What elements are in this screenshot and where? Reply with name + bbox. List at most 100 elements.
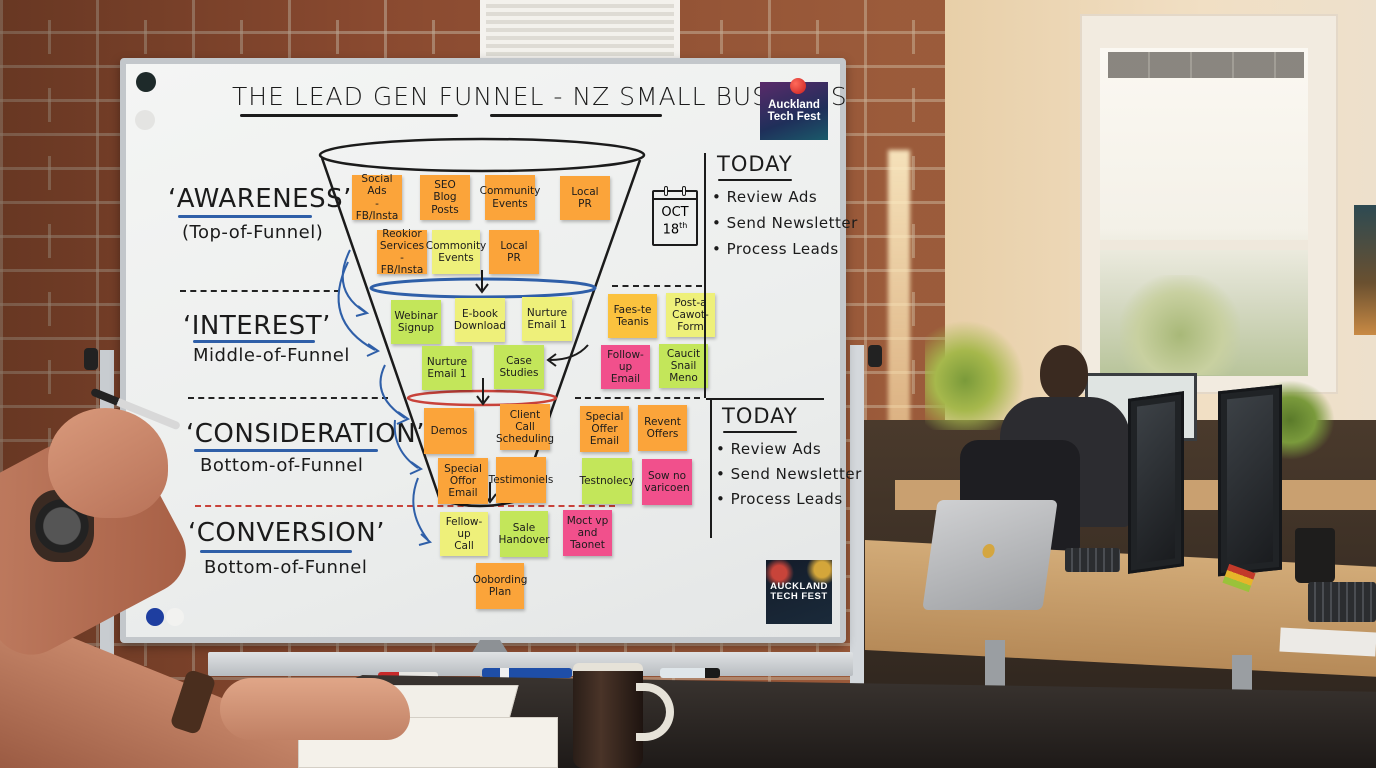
column-divider bbox=[704, 153, 706, 398]
stage-divider bbox=[188, 397, 388, 399]
pushpin-icon bbox=[790, 78, 806, 94]
magnet-icon bbox=[136, 72, 156, 92]
today-item: Process Leads bbox=[712, 240, 839, 258]
sticky-note-interest: Webinar Signup bbox=[391, 300, 441, 344]
window-trees bbox=[1120, 275, 1240, 375]
badge-line: TECH FEST bbox=[770, 591, 828, 602]
sticky-note-interest: Nurture Email 1 bbox=[422, 346, 472, 390]
badge-line: AUCKLAND bbox=[770, 581, 828, 593]
stage-consideration-label: ‘CONSIDERATION’ bbox=[186, 419, 425, 449]
sticky-note-awareness: Social Ads -FB/Insta bbox=[352, 173, 402, 222]
magnet-icon bbox=[166, 608, 184, 626]
calendar-ring bbox=[682, 186, 686, 196]
title-underline bbox=[240, 114, 458, 117]
sticky-note-side: Revent Offers bbox=[638, 405, 687, 451]
hand-holding-pen bbox=[48, 408, 168, 518]
keyboard bbox=[1308, 582, 1376, 622]
keyboard bbox=[1065, 548, 1120, 572]
sticky-note-side: Faes-te Teanis bbox=[608, 294, 657, 338]
sticky-note-interest: Case Studies bbox=[494, 345, 544, 389]
sticky-note-interest: E-book Download bbox=[454, 298, 506, 342]
today-item: Review Ads bbox=[712, 188, 817, 206]
today-heading: TODAY bbox=[722, 404, 798, 428]
stage-consideration-sub: Bottom-of-Funnel bbox=[200, 455, 364, 476]
sticky-note-interest: Nurture Email 1 bbox=[522, 297, 572, 341]
blue-marker bbox=[482, 668, 572, 678]
stage-conversion-sub: Bottom-of-Funnel bbox=[204, 557, 368, 578]
stage-interest-sub: Middle-of-Funnel bbox=[193, 345, 350, 366]
sunlight-patch bbox=[888, 150, 910, 480]
today-underline bbox=[718, 179, 792, 181]
sticky-note-consideration: Client Call Scheduling bbox=[496, 404, 554, 450]
calendar-day-suffix: th bbox=[679, 220, 688, 230]
sticky-note-side: Follow-up Email bbox=[601, 345, 650, 389]
today-item: Process Leads bbox=[716, 490, 843, 508]
stage-awareness-label: ‘AWARENESS’ bbox=[168, 184, 352, 214]
stage-divider bbox=[575, 397, 700, 399]
sticky-note-conversion: Fellow-up Call bbox=[440, 512, 488, 556]
stage-divider-red bbox=[195, 505, 615, 507]
whiteboard-stand-right bbox=[850, 345, 864, 710]
today-underline bbox=[723, 431, 797, 433]
stage-divider bbox=[180, 290, 340, 292]
today-heading: TODAY bbox=[717, 152, 793, 176]
badge-line: Tech Fest bbox=[767, 111, 821, 123]
sticky-note-awareness: Local PR bbox=[489, 230, 539, 274]
coffee-mug bbox=[573, 663, 643, 768]
stage-underline bbox=[200, 550, 352, 553]
window-mullion bbox=[1100, 240, 1308, 250]
sticky-note-awareness: Reokior Services -FB/Insta bbox=[377, 228, 427, 276]
sticky-note-awareness: SEO Blog Posts bbox=[420, 175, 470, 220]
sticky-note-consideration: Special Offor Email bbox=[438, 458, 488, 504]
sticky-note-awareness: Commonity Events bbox=[426, 230, 486, 274]
stage-interest-label: ‘INTEREST’ bbox=[183, 311, 331, 341]
sticky-note-consideration: Testimoniels bbox=[489, 457, 553, 503]
calendar-day: 18th bbox=[663, 221, 688, 238]
wall-poster bbox=[1354, 205, 1376, 335]
stage-underline bbox=[194, 449, 378, 452]
monitor bbox=[1218, 384, 1282, 577]
hand-on-notebook bbox=[220, 678, 410, 740]
coffee-cup bbox=[1295, 528, 1335, 583]
today-item: Review Ads bbox=[716, 440, 821, 458]
window-blinds-top bbox=[480, 0, 680, 62]
sticky-note-side: Sow no varicoen bbox=[642, 459, 692, 505]
sticky-note-conversion: Sale Handover bbox=[498, 511, 550, 557]
window-blind bbox=[1108, 52, 1304, 78]
badge-line: Auckland bbox=[768, 98, 820, 111]
today-item: Send Newsletter bbox=[712, 214, 858, 232]
calendar-month: OCT bbox=[661, 204, 689, 220]
calendar-ring bbox=[664, 186, 668, 196]
stage-divider bbox=[612, 285, 702, 287]
calendar-day-number: 18 bbox=[662, 222, 680, 238]
laptop bbox=[922, 500, 1058, 610]
sticky-note-awareness: Local PR bbox=[560, 176, 610, 220]
sticky-note-consideration: Demos bbox=[424, 408, 474, 454]
whiteboard-title: THE LEAD GEN FUNNEL - NZ SMALL BUSINESS bbox=[232, 82, 848, 111]
sticky-note-side: Moct vp and Taonet bbox=[563, 510, 612, 556]
sticky-note-conversion: Oobording Plan bbox=[473, 563, 527, 609]
sticky-note-awareness: Community Events bbox=[480, 175, 540, 220]
stand-knob bbox=[868, 345, 882, 367]
stage-awareness-sub: (Top-of-Funnel) bbox=[182, 222, 324, 243]
calendar-icon: OCT 18th bbox=[652, 186, 698, 246]
sticky-note-side: Post-a Cawot- Form bbox=[666, 293, 715, 337]
stage-underline bbox=[193, 340, 315, 343]
magnet-icon bbox=[135, 110, 155, 130]
title-underline bbox=[490, 114, 662, 117]
monitor bbox=[1128, 391, 1184, 574]
apple-logo-icon bbox=[981, 544, 996, 558]
auckland-tech-fest-sticker: AUCKLAND TECH FEST bbox=[766, 560, 832, 624]
stand-knob bbox=[84, 348, 98, 370]
black-marker bbox=[660, 668, 720, 678]
mug-handle bbox=[636, 683, 674, 741]
magnet-icon bbox=[146, 608, 164, 626]
stage-underline bbox=[178, 215, 312, 218]
sticky-note-side: Caucit Snail Meno bbox=[659, 344, 708, 388]
stage-conversion-label: ‘CONVERSION’ bbox=[188, 518, 385, 548]
papers bbox=[1279, 627, 1376, 657]
sticky-note-side: Special Offer Email bbox=[580, 406, 629, 452]
column-divider bbox=[710, 398, 712, 538]
today-item: Send Newsletter bbox=[716, 465, 862, 483]
